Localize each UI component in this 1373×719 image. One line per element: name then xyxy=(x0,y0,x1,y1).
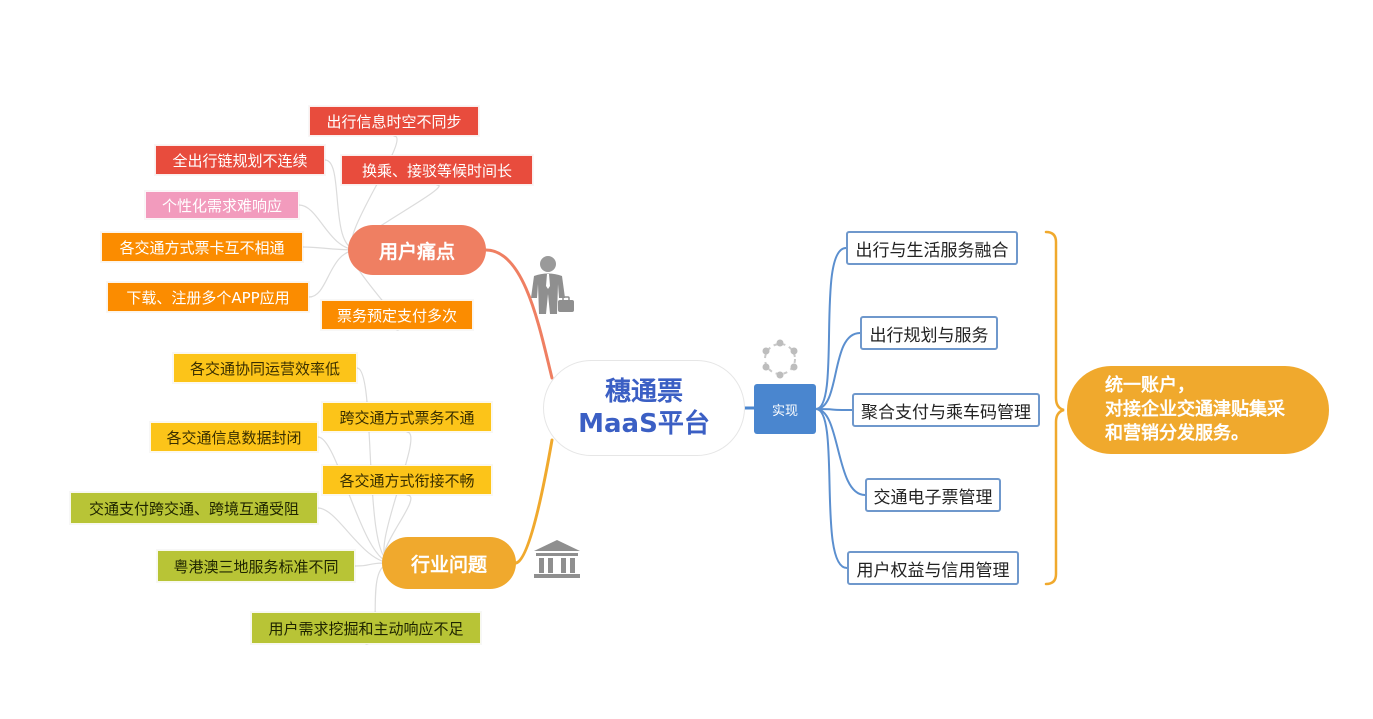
businessman-icon xyxy=(531,256,574,314)
industry-issue-item: 各交通协同运营效率低 xyxy=(173,353,357,383)
impl-item-line xyxy=(815,408,853,411)
bank-building-icon xyxy=(534,540,580,578)
summary-callout: 统一账户， 对接企业交通津贴集采 和营销分发服务。 xyxy=(1067,366,1329,454)
industry-issue-item: 各交通信息数据封闭 xyxy=(150,422,318,452)
summary-line3: 和营销分发服务。 xyxy=(1105,423,1249,444)
industry-issue-item: 交通支付跨交通、跨境互通受阻 xyxy=(70,492,318,524)
pain-point-item: 换乘、接驳等候时间长 xyxy=(341,155,533,185)
industry-issue-item: 粤港澳三地服务标准不同 xyxy=(157,550,355,582)
implementation-item: 出行与生活服务融合 xyxy=(846,231,1018,265)
implementation-item: 出行规划与服务 xyxy=(860,316,998,350)
summary-line2: 对接企业交通津贴集采 xyxy=(1105,399,1285,420)
pain-point-item: 下载、注册多个APP应用 xyxy=(107,282,309,312)
summary-line1: 统一账户， xyxy=(1105,375,1195,396)
implementation-item: 聚合支付与乘车码管理 xyxy=(852,393,1040,427)
impl-item-line xyxy=(815,408,848,569)
impl-item-line xyxy=(815,332,861,410)
user-pain-hub: 用户痛点 xyxy=(348,225,486,275)
industry-issue-item: 各交通方式衔接不畅 xyxy=(322,465,492,495)
center-to-industry-hub-line xyxy=(514,438,554,565)
central-topic: 穗通票 MaaS平台 xyxy=(543,360,745,456)
industry-issue-item: 用户需求挖掘和主动响应不足 xyxy=(251,612,481,644)
pain-point-item: 票务预定支付多次 xyxy=(321,300,473,330)
pain-point-item: 各交通方式票卡互不相通 xyxy=(101,232,303,262)
central-topic-line2: MaaS平台 xyxy=(578,409,710,439)
center-to-user-hub-line xyxy=(484,248,554,380)
industry-issue-item: 跨交通方式票务不通 xyxy=(322,402,492,432)
summary-bracket xyxy=(1044,230,1065,586)
pain-point-item: 个性化需求难响应 xyxy=(145,191,299,219)
issue-leaf-line xyxy=(317,436,393,564)
implementation-item: 交通电子票管理 xyxy=(865,478,1001,512)
network-ring-icon xyxy=(762,339,798,379)
pain-point-item: 出行信息时空不同步 xyxy=(309,106,479,136)
impl-item-line xyxy=(815,247,847,410)
central-topic-line1: 穗通票 xyxy=(604,377,683,407)
implementation-node: 实现 xyxy=(754,384,816,434)
pain-point-item: 全出行链规划不连续 xyxy=(155,145,325,175)
implementation-item: 用户权益与信用管理 xyxy=(847,551,1019,585)
industry-issue-hub: 行业问题 xyxy=(382,537,516,589)
impl-item-line xyxy=(815,408,866,496)
